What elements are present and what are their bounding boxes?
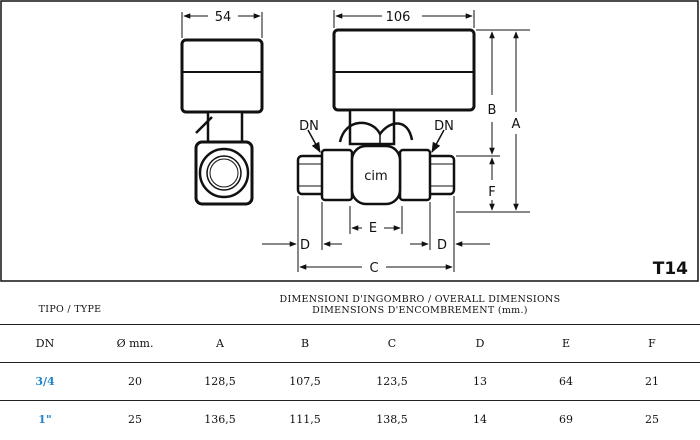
column-header: B <box>300 337 310 350</box>
drawing-frame <box>0 0 699 282</box>
dims-header: DIMENSIONI D'INGOMBRO / OVERALL DIMENSIO… <box>140 294 700 316</box>
dims-header-line2: DIMENSIONS D'ENCOMBREMENT (mm.) <box>312 305 528 316</box>
technical-drawing: 54 <box>0 0 699 282</box>
front-view <box>262 10 530 272</box>
table-cell: 20 <box>128 375 142 388</box>
row-dn-cell: 1" <box>38 413 52 426</box>
table-divider <box>0 324 700 325</box>
model-code: T14 <box>653 259 688 279</box>
table-cell: 69 <box>559 413 573 426</box>
body-mark: cim <box>364 169 387 184</box>
column-header: Ø mm. <box>116 337 154 350</box>
table-cell: 123,5 <box>376 375 408 388</box>
table-divider <box>0 400 700 401</box>
type-header: TIPO / TYPE <box>38 304 102 315</box>
dn-left-label: DN <box>299 119 319 134</box>
table-cell: 25 <box>128 413 142 426</box>
table-cell: 21 <box>645 375 659 388</box>
dim-f-label: F <box>488 185 495 200</box>
side-view <box>180 12 264 206</box>
table-row: 1" 25 136,5 111,5 138,5 14 69 25 <box>0 402 700 438</box>
dim-b-label: B <box>488 103 497 118</box>
table-cell: 64 <box>559 375 573 388</box>
dimensions-table: TIPO / TYPE DIMENSIONI D'INGOMBRO / OVER… <box>0 286 700 440</box>
table-row: 3/4 20 128,5 107,5 123,5 13 64 21 <box>0 364 700 400</box>
dim-d-right-label: D <box>437 238 447 253</box>
row-dn-cell: 3/4 <box>35 375 55 388</box>
table-cell: 128,5 <box>204 375 236 388</box>
dim-106-label: 106 <box>386 10 411 25</box>
dim-e-label: E <box>369 221 377 236</box>
dim-54-label: 54 <box>215 10 232 25</box>
dim-a-label: A <box>512 117 521 132</box>
column-header: DN <box>35 337 55 350</box>
dim-c-label: C <box>369 261 378 276</box>
dn-right-label: DN <box>434 119 454 134</box>
table-cell: 136,5 <box>204 413 236 426</box>
dims-header-line1: DIMENSIONI D'INGOMBRO / OVERALL DIMENSIO… <box>279 294 561 305</box>
table-divider <box>0 362 700 363</box>
dim-d-left-label: D <box>300 238 310 253</box>
table-cell: 107,5 <box>289 375 321 388</box>
column-header: E <box>561 337 571 350</box>
table-cell: 111,5 <box>289 413 321 426</box>
column-header-row: DN Ø mm. A B C D E F <box>0 326 700 362</box>
column-header: A <box>216 337 224 350</box>
column-header: D <box>475 337 485 350</box>
table-cell: 25 <box>645 413 659 426</box>
table-cell: 138,5 <box>376 413 408 426</box>
column-header: C <box>387 337 397 350</box>
column-header: F <box>648 337 656 350</box>
table-cell: 13 <box>473 375 487 388</box>
table-cell: 14 <box>473 413 487 426</box>
